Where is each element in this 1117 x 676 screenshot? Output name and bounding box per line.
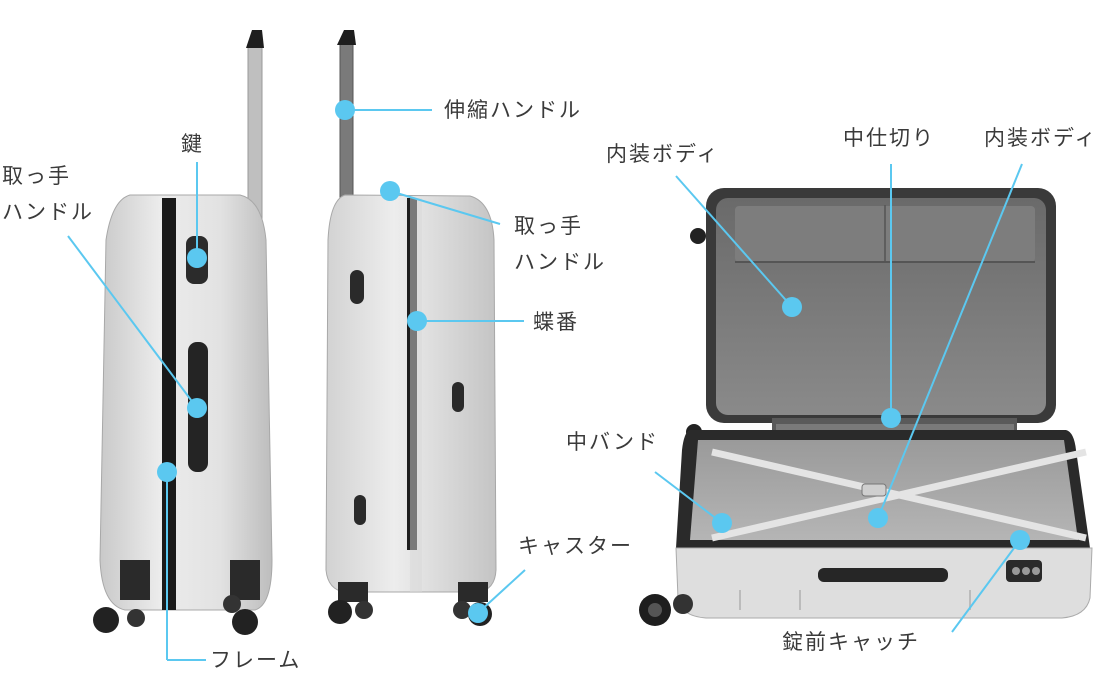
dot-lock-latch: [1010, 530, 1030, 550]
dot-middle-band: [712, 513, 732, 533]
suitcase-side-view: [93, 30, 273, 635]
label-grab-handle-left-line2: ハンドル: [2, 200, 94, 224]
dot-grab-handle-right: [380, 181, 400, 201]
label-divider: 中仕切り: [843, 126, 935, 150]
label-grab-handle-right: 取っ手 ハンドル: [514, 208, 606, 280]
label-telescopic-handle: 伸縮ハンドル: [444, 98, 582, 122]
dot-inner-body-left: [782, 297, 802, 317]
dot-telescopic-handle: [335, 100, 355, 120]
label-hinge: 蝶番: [533, 310, 579, 334]
label-frame: フレーム: [210, 648, 302, 672]
dot-inner-body-right: [868, 508, 888, 528]
dot-divider: [881, 408, 901, 428]
suitcase-hinge-view: [325, 30, 497, 626]
dot-frame: [157, 462, 177, 482]
label-grab-handle-left-line1: 取っ手: [2, 164, 71, 188]
callout-dots: [157, 100, 1030, 623]
dot-grab-handle-left: [187, 398, 207, 418]
suitcase-open-view: [639, 188, 1093, 626]
label-casters: キャスター: [518, 534, 633, 558]
label-inner-body-left: 内装ボディ: [606, 142, 720, 166]
label-lock-latch: 錠前キャッチ: [782, 630, 920, 654]
dot-key: [187, 248, 207, 268]
label-grab-handle-right-line2: ハンドル: [514, 250, 606, 274]
label-grab-handle-right-line1: 取っ手: [514, 214, 583, 238]
dot-casters: [468, 603, 488, 623]
label-middle-band: 中バンド: [566, 430, 660, 454]
label-key: 鍵: [181, 132, 204, 156]
label-inner-body-right: 内装ボディ: [984, 126, 1098, 150]
dot-hinge: [407, 311, 427, 331]
label-grab-handle-left: 取っ手 ハンドル: [2, 158, 94, 230]
callout-lines: [67, 109, 1023, 661]
